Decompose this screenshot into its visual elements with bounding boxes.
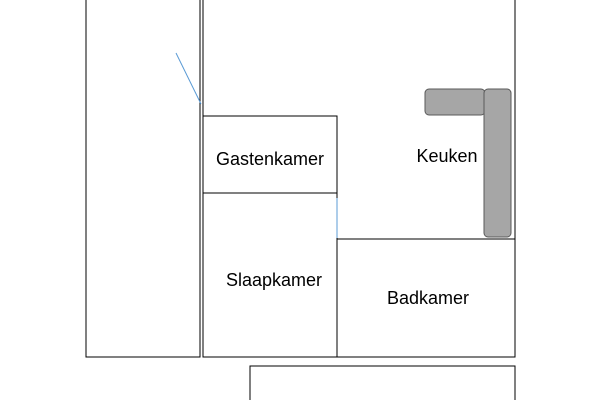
room-badkamer xyxy=(336,238,516,358)
door-line-hallway xyxy=(175,52,202,105)
kitchen-counter-vertical xyxy=(483,88,512,238)
label-gastenkamer: Gastenkamer xyxy=(216,149,324,169)
bottom-room xyxy=(249,365,516,400)
label-slaapkamer: Slaapkamer xyxy=(226,270,322,290)
label-badkamer: Badkamer xyxy=(387,288,469,308)
hallway xyxy=(85,0,201,358)
kitchen-counter-horizontal xyxy=(424,88,486,116)
label-keuken: Keuken xyxy=(416,146,477,166)
